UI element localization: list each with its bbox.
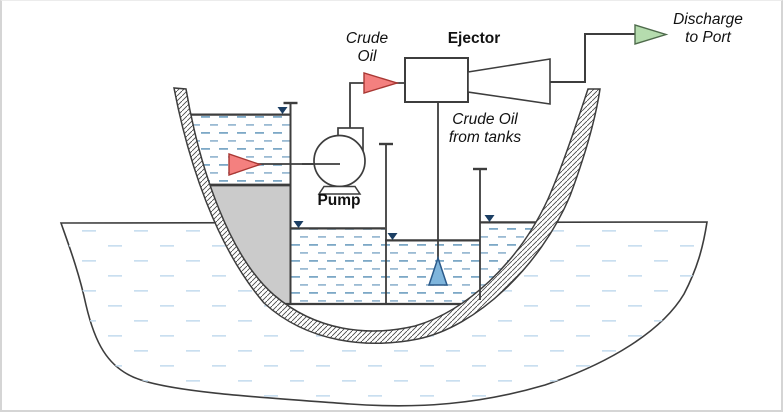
- crude-oil-label: Crude Oil: [345, 30, 389, 65]
- pump-base: [317, 185, 362, 195]
- crude-oil-flow-arrow-icon: [228, 153, 263, 176]
- suction-nozzle-icon: [427, 255, 449, 286]
- pump-symbol: [302, 127, 366, 195]
- discharge-pipe: [550, 33, 635, 83]
- water-level-marker-icon: [387, 233, 398, 240]
- port-bilge-water: [290, 229, 385, 304]
- hull-plating: [173, 87, 601, 344]
- pump-label: Pump: [317, 192, 361, 209]
- crude-oil-from-tanks-label: Crude Oil from tanks: [448, 111, 522, 146]
- discharge-to-port-label: Discharge to Port: [673, 11, 743, 46]
- ejector-body: [404, 57, 469, 103]
- sounding-pipe-1: [283, 101, 298, 304]
- pump-casing: [313, 134, 366, 188]
- discharge-flow-arrow-icon: [634, 24, 669, 45]
- ejector-diffuser: [467, 58, 551, 105]
- sounding-pipe-2: [379, 142, 393, 304]
- water-level-marker-icon: [484, 215, 495, 222]
- sounding-pipe-3: [473, 167, 487, 300]
- ejector-label: Ejector: [447, 30, 501, 47]
- crude-oil-flow-arrow-icon: [363, 72, 400, 94]
- ejector-symbol: [404, 57, 551, 105]
- water-level-marker-icon: [277, 107, 288, 114]
- water-level-marker-icon: [293, 221, 304, 228]
